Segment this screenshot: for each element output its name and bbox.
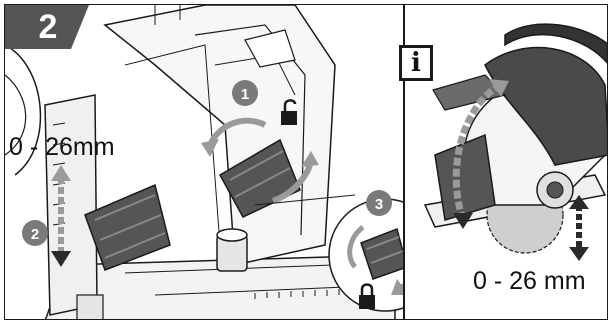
rotate-arrow-icon [201, 139, 219, 157]
depth-lever-lower [84, 183, 171, 271]
circular-saw-illustration [423, 23, 607, 261]
callout-3-circle [366, 190, 392, 216]
right-illustration-panel: 0 - 26 mm [405, 5, 607, 319]
step-number: 2 [38, 8, 58, 46]
saw-depth-adjust-illustration: 1 2 [5, 5, 442, 319]
double-arrow-vertical-icon [51, 165, 71, 267]
depth-range-label-right: 0 - 26 mm [473, 267, 586, 295]
callout-1-circle [232, 80, 258, 106]
lock-closed-icon [359, 283, 375, 309]
callout-2-circle [22, 220, 48, 246]
step-badge: 2 [5, 5, 89, 49]
svg-text:1: 1 [241, 86, 249, 103]
lock-open-icon [281, 99, 297, 125]
depth-range-label-left: 0 - 26mm [9, 133, 115, 161]
left-illustration-panel: 1 2 [5, 5, 442, 319]
panel-divider [403, 5, 405, 319]
svg-text:2: 2 [31, 226, 39, 243]
instruction-frame: 1 2 [4, 4, 608, 320]
svg-text:3: 3 [375, 196, 383, 213]
double-arrow-vertical-icon [569, 195, 589, 261]
info-icon: i [399, 45, 433, 81]
